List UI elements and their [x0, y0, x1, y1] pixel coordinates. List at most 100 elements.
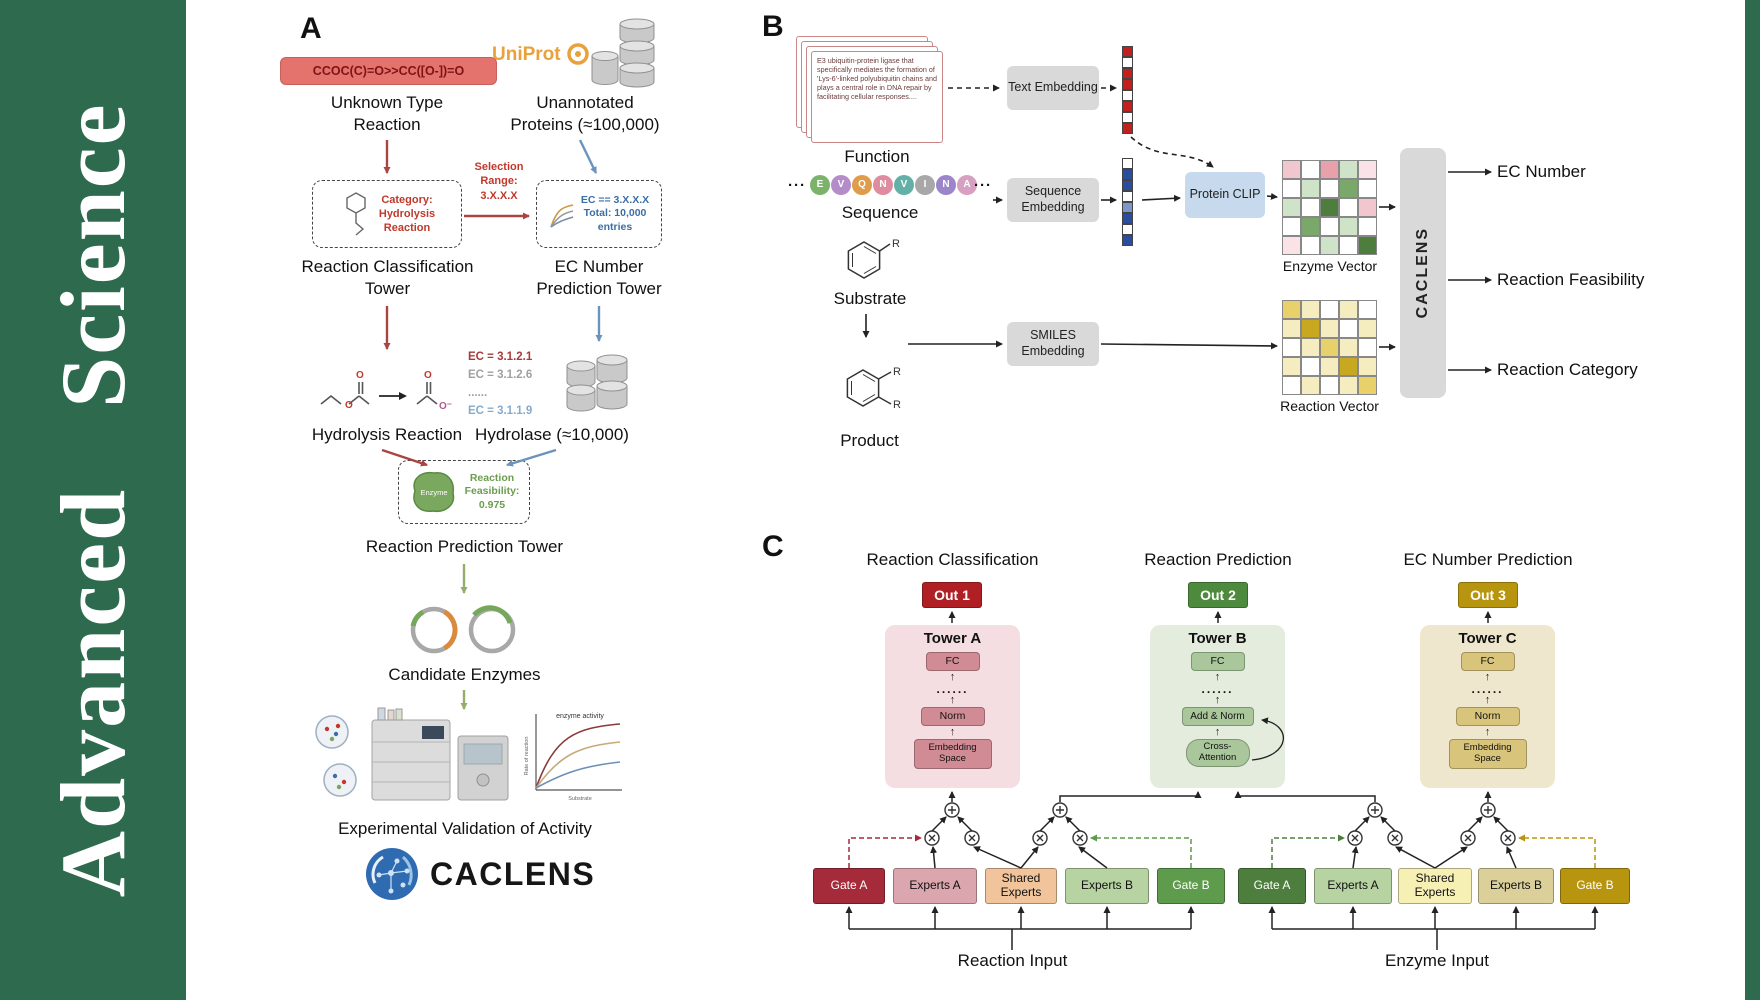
sequence-embedding-box: Sequence Embedding	[1007, 178, 1099, 222]
validation-label: Experimental Validation of Activity	[338, 819, 592, 838]
enzyme-gate-a-box: Gate A	[1238, 868, 1306, 904]
tower-b: Tower B FC ↑ ...... ↑ Add & Norm ↑ Cross…	[1150, 625, 1285, 788]
reaction-gate-a-box: Gate A	[813, 868, 885, 904]
enzyme-vector-label: Enzyme Vector	[1282, 258, 1378, 274]
output-reaction-category: Reaction Category	[1497, 360, 1638, 379]
grid-cell	[1282, 160, 1301, 179]
grid-cell	[1358, 160, 1377, 179]
reaction-input-label: Reaction Input	[957, 951, 1068, 970]
grid-cell	[1122, 191, 1133, 202]
grid-cell	[1320, 300, 1339, 319]
ec-result-list: EC = 3.1.2.1 EC = 3.1.2.6 ...... EC = 3.…	[468, 348, 560, 420]
ec-item: EC = 3.1.2.6	[468, 369, 533, 381]
protein-database-icon	[591, 18, 655, 88]
grid-cell	[1122, 169, 1133, 180]
up-arrow-icon: ↑	[1214, 694, 1221, 706]
grid-cell	[1339, 160, 1358, 179]
tower-b-title: Tower B	[1188, 630, 1247, 647]
ec-tower-label: EC Number Prediction Tower	[536, 257, 662, 298]
grid-cell	[1358, 198, 1377, 217]
grid-cell	[1122, 123, 1133, 134]
feasibility-box: Enzyme Reaction Feasibility: 0.975	[398, 460, 530, 524]
tower-b-add-norm: Add & Norm	[1181, 707, 1254, 726]
up-arrow-icon: ↑	[949, 726, 956, 738]
unannotated-proteins-label: Unannotated Proteins (≈100,000)	[510, 93, 660, 134]
grid-cell	[1282, 376, 1301, 395]
header-ec-number-prediction: EC Number Prediction	[1403, 550, 1573, 569]
enzyme-shared-experts-box: Shared Experts	[1398, 868, 1472, 904]
classification-tower-label: Reaction Classification Tower	[301, 257, 474, 298]
grid-cell	[1339, 236, 1358, 255]
caclens-logo-icon	[366, 848, 418, 900]
hydrolysis-reaction-label: Hydrolysis Reaction	[311, 425, 463, 444]
oxygen-anion: O⁻	[439, 401, 452, 412]
text-embedding-box: Text Embedding	[1007, 66, 1099, 110]
uniprot-swirl-icon	[567, 43, 589, 65]
category-text: Category: Hydrolysis Reaction	[378, 193, 436, 235]
grid-cell	[1282, 300, 1301, 319]
grid-cell	[1339, 217, 1358, 236]
grid-cell	[1301, 198, 1320, 217]
uniprot-logo-text: UniProt	[492, 44, 561, 65]
grid-cell	[1122, 235, 1133, 246]
amino-acid-circle: E	[810, 174, 830, 195]
grid-cell	[1122, 202, 1133, 213]
tower-a-embedding: Embedding Space	[913, 739, 992, 769]
panel-c-label: C	[762, 530, 784, 563]
grid-cell	[1339, 198, 1358, 217]
grid-cell	[1339, 319, 1358, 338]
grid-cell	[1358, 236, 1377, 255]
out1-box: Out 1	[922, 582, 982, 608]
up-arrow-icon: ↑	[1484, 671, 1491, 683]
enzyme-badge-text: Enzyme	[420, 488, 447, 497]
plot-ylabel: Rate of reaction	[524, 737, 530, 776]
reaction-experts-b-box: Experts B	[1065, 868, 1149, 904]
grid-cell	[1339, 357, 1358, 376]
enzyme-experts-a-box: Experts A	[1314, 868, 1392, 904]
grid-cell	[1320, 319, 1339, 338]
tower-c-embedding: Embedding Space	[1448, 739, 1527, 769]
grid-cell	[1358, 217, 1377, 236]
grid-cell	[1122, 57, 1133, 68]
tower-b-fc: FC	[1190, 652, 1245, 671]
grid-cell	[1358, 179, 1377, 198]
journal-name: Advanced Science	[42, 102, 144, 898]
panel-a-label: A	[300, 12, 322, 45]
smiles-reaction-box: CCOC(C)=O>>CC([O-])=O	[280, 57, 497, 85]
grid-cell	[1320, 217, 1339, 236]
grid-cell	[1301, 376, 1320, 395]
enzyme-icon: Enzyme	[412, 471, 454, 513]
enzyme-activity-plot: enzyme activity Rate of reaction Substra…	[524, 713, 622, 802]
oxygen-atom: O	[345, 400, 353, 411]
out2-box: Out 2	[1188, 582, 1248, 608]
classification-result-box: Category: Hydrolysis Reaction	[312, 180, 462, 248]
sequence-ellipsis-left: ···	[788, 177, 806, 194]
caclens-model-box: CACLENS	[1400, 148, 1446, 398]
function-cards: E3 ubiquitin-protein ligase that specifi…	[796, 36, 946, 146]
grid-cell	[1320, 179, 1339, 198]
oxygen-atom: O	[356, 370, 364, 381]
reaction-gate-b-box: Gate B	[1157, 868, 1225, 904]
sequence-ellipsis-right: ···	[974, 177, 992, 194]
tower-a-fc: FC	[925, 652, 980, 671]
reaction-experts-a-box: Experts A	[893, 868, 977, 904]
grid-cell	[1320, 236, 1339, 255]
smiles-embedding-box: SMILES Embedding	[1007, 322, 1099, 366]
grid-cell	[1339, 376, 1358, 395]
sequence-embedding-vector	[1122, 158, 1133, 246]
amino-acid-circle: V	[831, 174, 851, 195]
amino-acid-circle: I	[915, 174, 935, 195]
enzyme-gate-b-box: Gate B	[1560, 868, 1630, 904]
grid-cell	[1301, 319, 1320, 338]
up-arrow-icon: ↑	[1214, 726, 1221, 738]
feasibility-text: Reaction Feasibility: 0.975	[464, 471, 520, 511]
up-arrow-icon: ↑	[1484, 694, 1491, 706]
substrate-label: Substrate	[833, 289, 907, 308]
lab-equipment-icon	[315, 707, 509, 801]
grid-cell	[1282, 179, 1301, 198]
text-embedding-vector	[1122, 46, 1133, 134]
grid-cell	[1301, 300, 1320, 319]
grid-cell	[1320, 357, 1339, 376]
ec-selection-text: EC == 3.X.X.X Total: 10,000 entries	[580, 193, 650, 233]
